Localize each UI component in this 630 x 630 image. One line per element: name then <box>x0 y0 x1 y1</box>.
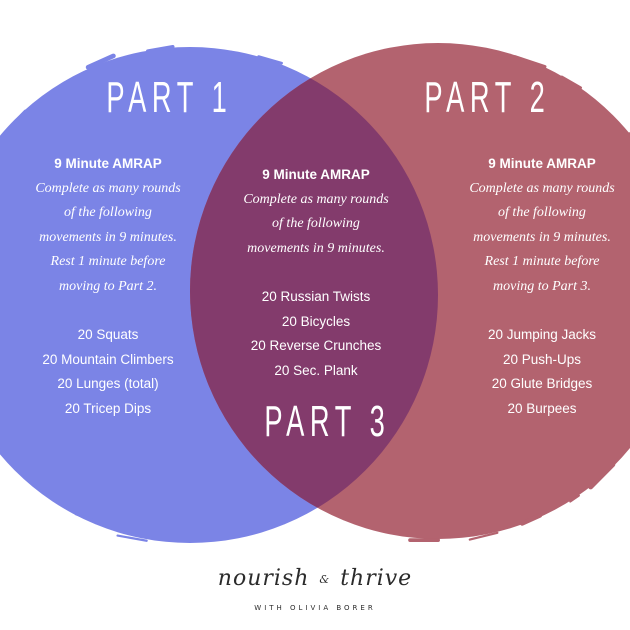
part2-description: Complete as many rounds of the following… <box>452 177 630 300</box>
description-line: Rest 1 minute before <box>50 254 166 269</box>
brush-stroke <box>146 45 175 53</box>
list-item: 20 Burpees <box>507 400 577 416</box>
part1-text: 9 Minute AMRAP Complete as many rounds o… <box>18 152 198 421</box>
list-item: 20 Tricep Dips <box>64 400 152 416</box>
brand-logo: nourish & thrive <box>0 566 630 591</box>
part1-title: PART 1 <box>106 73 233 122</box>
logo-ampersand: & <box>319 572 331 586</box>
brush-stroke <box>74 512 106 526</box>
brush-strokes-right <box>408 48 630 542</box>
part3-text: 9 Minute AMRAP Complete as many rounds o… <box>226 163 406 383</box>
description-line: Complete as many rounds <box>243 191 389 207</box>
part3-overlap <box>190 47 438 539</box>
part3-exercise-list: 20 Russian Twists 20 Bicycles 20 Reverse… <box>226 285 406 383</box>
description-line: Rest 1 minute before <box>484 254 600 269</box>
part2-heading: 9 Minute AMRAP <box>488 156 596 171</box>
description-line: of the following <box>498 205 586 220</box>
brush-stroke <box>520 513 543 526</box>
description-line: Complete as many rounds <box>469 180 615 196</box>
list-item: 20 Bicycles <box>281 313 351 329</box>
list-item: 20 Push-Ups <box>502 351 582 367</box>
description-line: movements in 9 minutes. <box>39 229 177 245</box>
description-line: movements in 9 minutes. <box>473 229 611 245</box>
brush-stroke <box>598 105 611 117</box>
part3-heading: 9 Minute AMRAP <box>262 167 370 182</box>
list-item: 20 Glute Bridges <box>491 376 593 391</box>
part2-title: PART 2 <box>424 73 551 122</box>
brush-stroke <box>38 489 61 505</box>
list-item: 20 Sec. Plank <box>274 362 358 378</box>
brush-stroke <box>478 48 500 56</box>
list-item: 20 Mountain Climbers <box>42 351 174 367</box>
brush-stroke <box>214 49 233 54</box>
brush-stroke <box>513 55 547 69</box>
description-line: of the following <box>64 205 152 220</box>
brush-stroke <box>468 531 499 541</box>
part1-description: Complete as many rounds of the following… <box>18 177 198 300</box>
list-item: 20 Jumping Jacks <box>487 327 597 342</box>
brush-stroke <box>116 534 148 542</box>
logo-name-right: thrive <box>340 566 413 591</box>
brush-stroke <box>257 55 283 65</box>
list-item: 20 Russian Twists <box>261 289 371 304</box>
list-item: 20 Lunges (total) <box>57 376 159 391</box>
brush-stroke <box>560 75 583 89</box>
list-item: 20 Reverse Crunches <box>250 338 382 353</box>
brush-stroke <box>10 109 27 126</box>
brush-stroke <box>0 447 12 463</box>
description-line: moving to Part 2. <box>59 278 157 294</box>
brush-stroke <box>39 84 63 103</box>
part3-title: PART 3 <box>264 397 391 446</box>
brush-stroke <box>569 494 580 503</box>
logo-name-left: nourish <box>217 566 310 591</box>
description-line: of the following <box>272 216 360 231</box>
part1-heading: 9 Minute AMRAP <box>54 156 162 171</box>
brush-stroke <box>85 53 116 70</box>
brush-strokes-left <box>0 45 283 542</box>
part2-exercise-list: 20 Jumping Jacks 20 Push-Ups 20 Glute Br… <box>452 323 630 421</box>
description-line: Complete as many rounds <box>35 180 181 196</box>
brush-stroke <box>588 462 616 490</box>
description-line: movements in 9 minutes. <box>247 240 385 256</box>
part3-description: Complete as many rounds of the following… <box>226 188 406 262</box>
part1-exercise-list: 20 Squats 20 Mountain Climbers 20 Lunges… <box>18 323 198 421</box>
part2-text: 9 Minute AMRAP Complete as many rounds o… <box>452 152 630 421</box>
description-line: moving to Part 3. <box>493 278 591 294</box>
logo-tagline: WITH OLIVIA BORER <box>254 604 376 612</box>
list-item: 20 Squats <box>77 327 139 342</box>
